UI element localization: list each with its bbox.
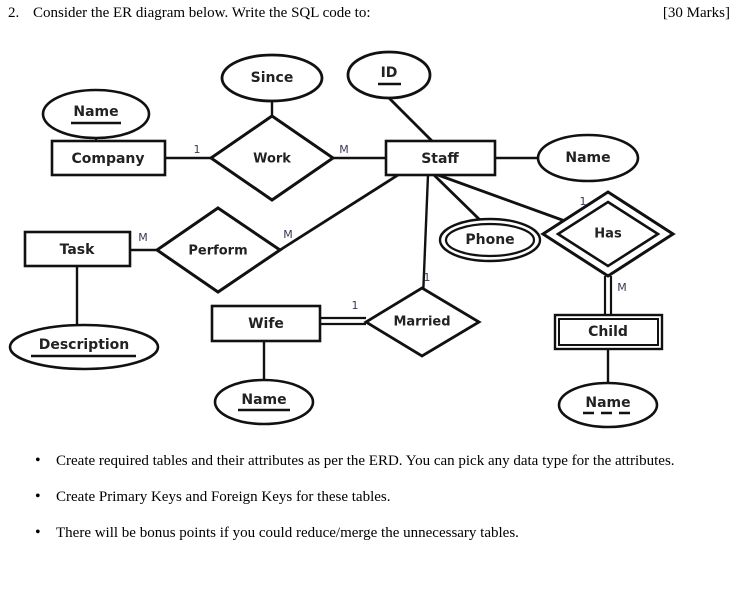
cardinality-work-staff: M: [339, 143, 349, 156]
link-staff-perform: [279, 173, 399, 252]
relationship-work-diamond: [208, 114, 336, 202]
er-diagram: Company Name Work Since Staff ID Name Ph…: [0, 34, 740, 438]
attribute-staff-phone[interactable]: Phone: [438, 217, 542, 263]
relationship-has-inner-diamond: [555, 200, 661, 268]
attribute-wife-name-ellipse: [213, 378, 315, 426]
entity-staff-box: [384, 139, 497, 177]
question-header: 2. Consider the ER diagram below. Write …: [0, 0, 740, 34]
cardinality-staff-has: 1: [580, 195, 587, 208]
entity-task[interactable]: Task: [23, 230, 132, 268]
list-item: • Create Primary Keys and Foreign Keys f…: [0, 479, 740, 515]
entity-child-label: Child: [588, 324, 628, 340]
attribute-staff-name-ellipse: [536, 133, 640, 183]
attribute-company-name[interactable]: Name: [41, 88, 151, 140]
attribute-task-description-ellipse: [8, 323, 160, 371]
attribute-work-since[interactable]: Since: [220, 53, 324, 103]
cardinality-task-perform: M: [138, 231, 148, 244]
entity-wife-label: Wife: [248, 316, 284, 332]
entity-child[interactable]: Child: [553, 313, 664, 351]
entity-company[interactable]: Company: [50, 139, 167, 177]
bullet-icon: •: [35, 524, 41, 541]
entity-company-box: [50, 139, 167, 177]
entity-staff-label: Staff: [421, 151, 459, 167]
cardinality-staff-married: 1: [424, 271, 431, 284]
relationship-perform[interactable]: Perform: [154, 206, 283, 294]
entity-child-inner-box: [558, 318, 659, 346]
list-item-text: Create required tables and their attribu…: [56, 453, 675, 469]
link-staff-phone: [433, 173, 481, 222]
relationship-married[interactable]: Married: [363, 286, 482, 358]
attribute-child-name[interactable]: Name: [557, 381, 659, 429]
entity-staff[interactable]: Staff: [384, 139, 497, 177]
attribute-work-since-label: Since: [251, 70, 294, 86]
attribute-wife-name[interactable]: Name: [213, 378, 315, 426]
entity-company-label: Company: [71, 151, 144, 167]
cardinality-wife-married: 1: [352, 299, 359, 312]
entity-task-label: Task: [60, 242, 96, 258]
cardinality-perform-staff: M: [283, 228, 293, 241]
question-prompt: Consider the ER diagram below. Write the…: [33, 5, 371, 21]
link-staff-has: [437, 173, 577, 227]
relationship-married-diamond: [363, 286, 482, 358]
attribute-task-description-label: Description: [39, 337, 130, 353]
attribute-staff-phone-inner-ellipse: [444, 222, 536, 258]
attribute-task-description[interactable]: Description: [8, 323, 160, 371]
attribute-staff-phone-label: Phone: [465, 232, 514, 248]
attribute-staff-name[interactable]: Name: [536, 133, 640, 183]
relationship-work-label: Work: [253, 152, 291, 167]
cardinality-has-child: M: [617, 281, 627, 294]
entity-wife-box: [210, 304, 322, 343]
entity-task-box: [23, 230, 132, 268]
bullet-icon: •: [35, 452, 41, 469]
attribute-company-name-ellipse: [41, 88, 151, 140]
entity-wife[interactable]: Wife: [210, 304, 322, 343]
attribute-staff-id-ellipse: [346, 50, 432, 100]
relationship-has-label: Has: [594, 227, 622, 242]
attribute-child-name-label: Name: [585, 395, 630, 411]
task-list: • Create required tables and their attri…: [0, 443, 740, 551]
relationship-perform-label: Perform: [188, 244, 247, 259]
list-item-text: There will be bonus points if you could …: [56, 525, 519, 541]
bullet-icon: •: [35, 488, 41, 505]
relationship-married-label: Married: [393, 315, 450, 330]
attribute-child-name-ellipse: [557, 381, 659, 429]
list-item: • Create required tables and their attri…: [0, 443, 740, 479]
attribute-wife-name-label: Name: [241, 392, 286, 408]
attribute-staff-name-label: Name: [565, 150, 610, 166]
relationship-has[interactable]: Has: [540, 190, 676, 278]
list-item: • There will be bonus points if you coul…: [0, 515, 740, 551]
link-id-staff: [388, 97, 433, 142]
attribute-staff-id[interactable]: ID: [346, 50, 432, 100]
cardinality-company-work: 1: [194, 143, 201, 156]
question-number: 2.: [8, 5, 20, 21]
relationship-perform-diamond: [154, 206, 283, 294]
marks-label: [30 Marks]: [662, 5, 730, 21]
attribute-staff-id-label: ID: [381, 65, 398, 81]
list-item-text: Create Primary Keys and Foreign Keys for…: [56, 489, 391, 505]
attribute-work-since-ellipse: [220, 53, 324, 103]
relationship-work[interactable]: Work: [208, 114, 336, 202]
attribute-company-name-label: Name: [73, 104, 118, 120]
